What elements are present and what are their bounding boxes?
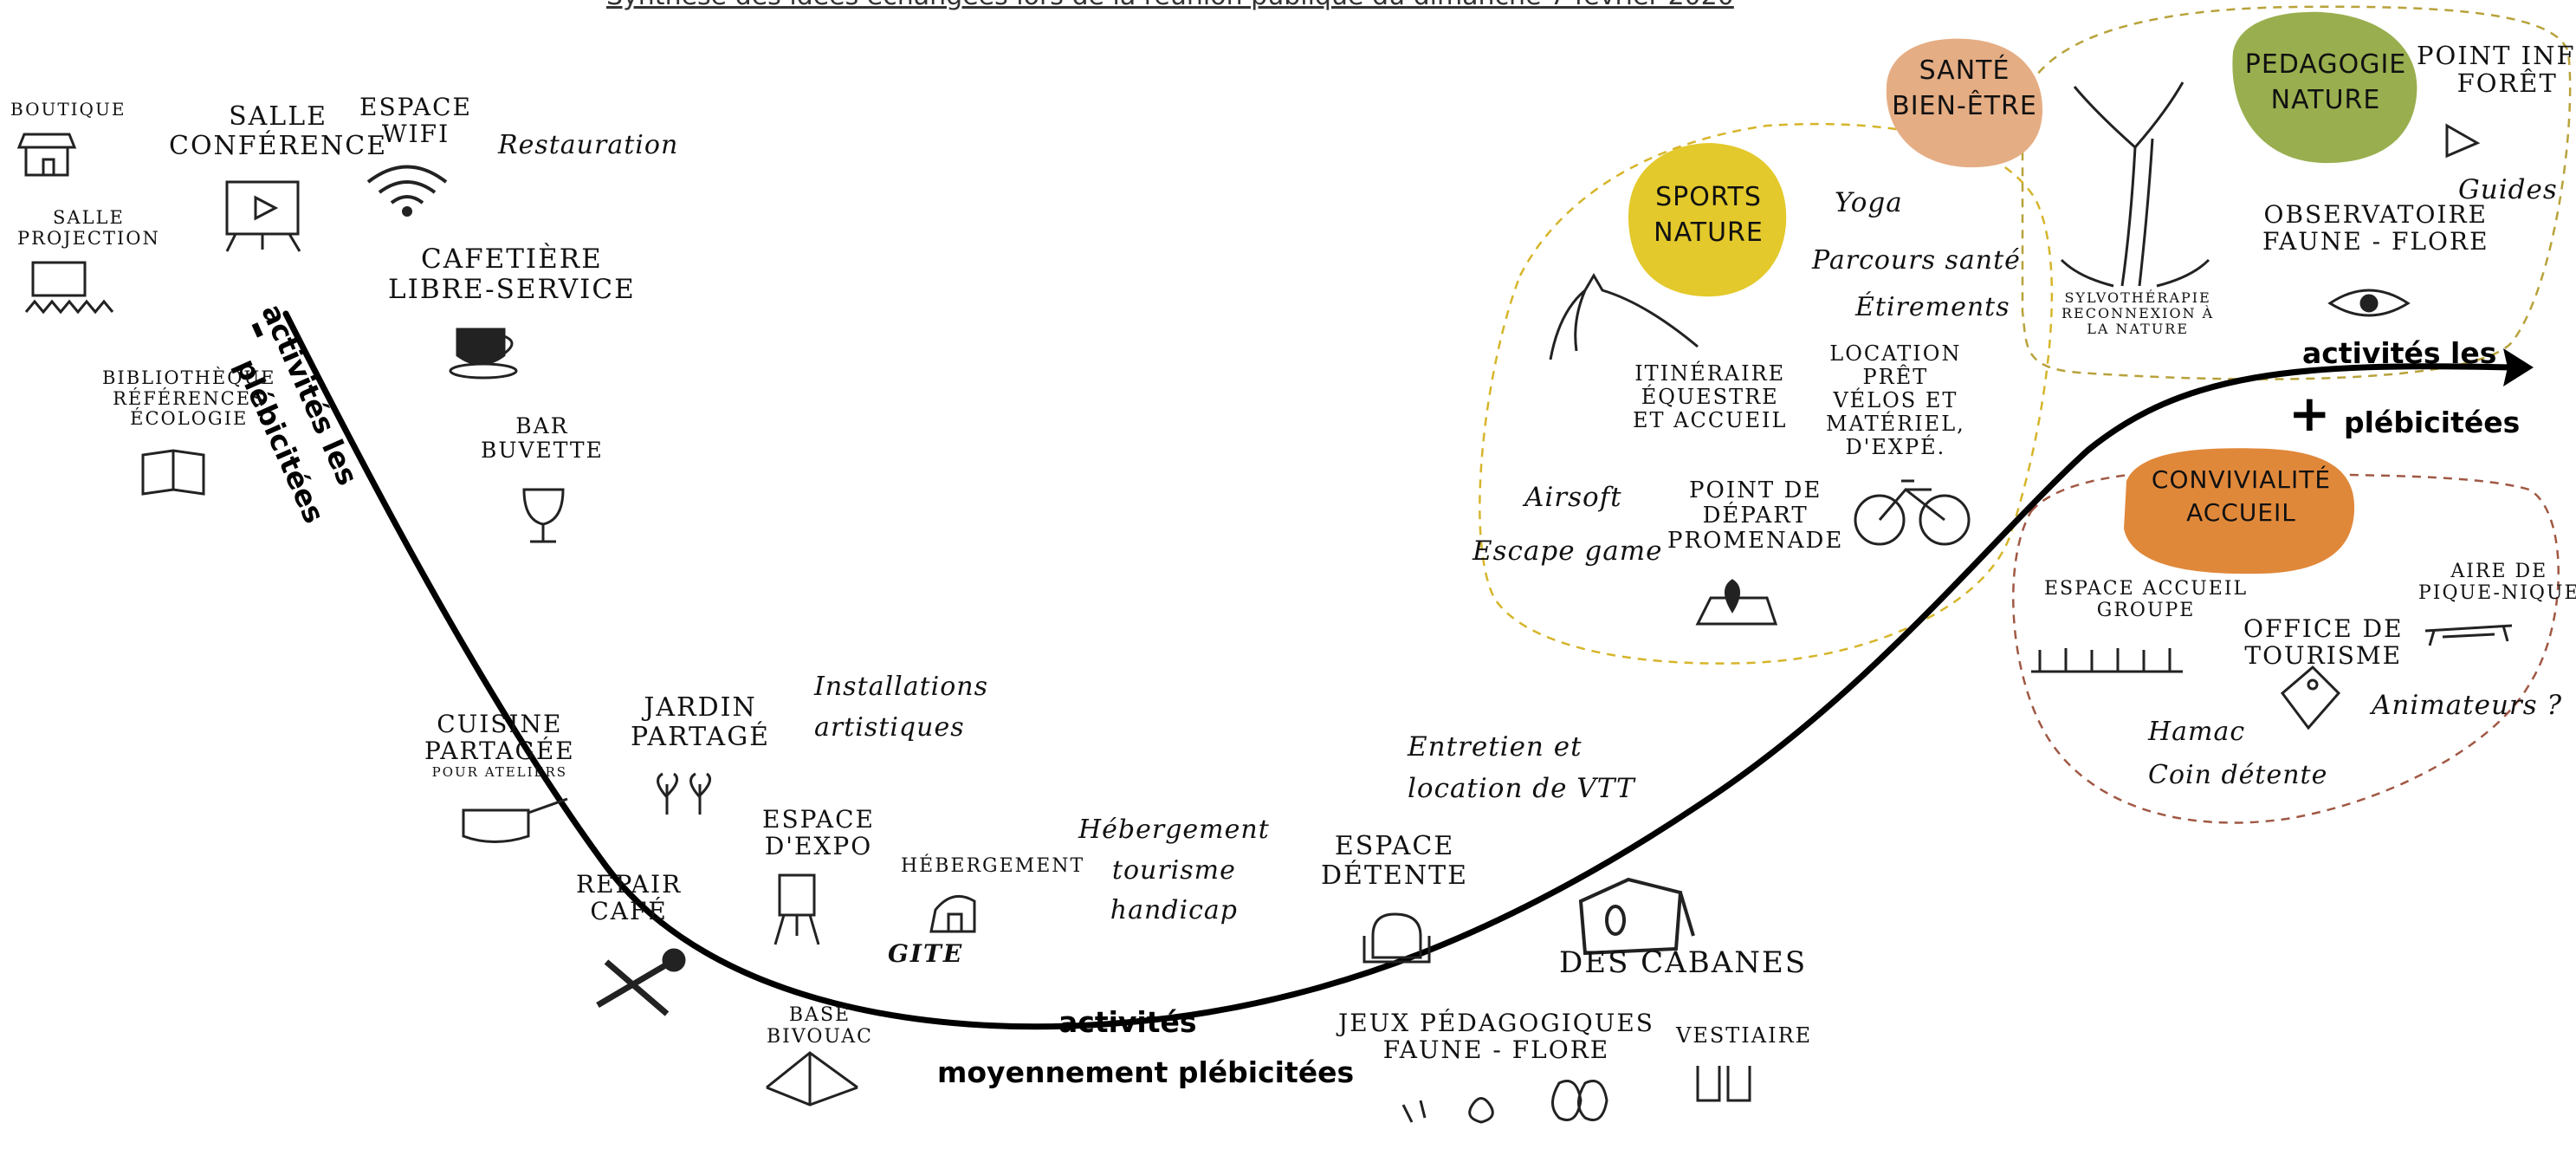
- curve-arrowhead: [2503, 348, 2534, 386]
- des-cabanes-label: DES CABANES: [1559, 945, 1808, 980]
- curve-right-sign: +: [2288, 384, 2331, 443]
- curve-middle-label-1: activités: [1058, 1005, 1197, 1039]
- sports-zone-outline: [1479, 122, 2054, 665]
- wine-glass-icon: [522, 488, 565, 543]
- vestiaire-label: VESTIAIRE: [1676, 1023, 1813, 1048]
- pedagogie-zone-outline: [2021, 5, 2572, 380]
- animateurs-label: Animateurs ?: [2372, 690, 2563, 721]
- armchair-icon: [1362, 912, 1431, 964]
- convivialite-blob: [2124, 448, 2355, 574]
- page-title: Synthèse des idées échangées lors de la …: [606, 0, 1734, 11]
- gite-label: GITE: [888, 939, 964, 968]
- cabin-icon: [1578, 877, 1695, 956]
- arrow-icon: [2445, 123, 2481, 159]
- boots-icon: [1696, 1066, 1751, 1102]
- hamac-label: Hamac: [2148, 717, 2246, 747]
- projection-screen-icon: [24, 261, 114, 315]
- eye-icon: [2327, 289, 2411, 317]
- hebergement-label: HÉBERGEMENT: [901, 855, 1085, 877]
- presentation-board-icon: [225, 180, 301, 252]
- book-icon: [141, 449, 205, 496]
- sports-blob: [1628, 143, 1787, 297]
- map-pin-icon: [1695, 579, 1778, 626]
- parcours-sante-label: Parcours santé: [1812, 245, 2021, 276]
- tent-icon: [929, 894, 976, 933]
- boutique-label: BOUTIQUE: [10, 99, 126, 120]
- boutique-icon: [16, 133, 77, 177]
- etirements-label: Étirements: [1855, 292, 2010, 322]
- point-info-foret-label: POINT INFOFORÊT: [2417, 41, 2576, 99]
- bicycle-icon: [1854, 479, 1971, 546]
- curve-right-label-1: activités les: [2302, 336, 2497, 370]
- wifi-icon: [366, 165, 448, 217]
- footprints-icon: [1401, 1080, 1608, 1124]
- coffee-cup-icon: [449, 328, 518, 380]
- guides-label: Guides: [2458, 174, 2558, 205]
- airsoft-label: Airsoft: [1524, 482, 1622, 513]
- horse-icon: [1549, 273, 1699, 360]
- picnic-icon: [2424, 624, 2513, 646]
- group-reception-icon: [2031, 648, 2183, 673]
- coin-detente-label: Coin détente: [2148, 760, 2328, 790]
- bivouac-icon: [766, 1051, 858, 1107]
- yoga-label: Yoga: [1835, 187, 1903, 218]
- plebiscite-curve: [282, 310, 2515, 1030]
- restauration-label: Restauration: [498, 130, 679, 160]
- tree-icon: [2060, 81, 2210, 288]
- tools-icon: [596, 948, 686, 1016]
- escape-game-label: Escape game: [1472, 536, 1663, 567]
- curve-middle-label-2: moyennement plébicitées: [937, 1055, 1355, 1089]
- saucepan-icon: [462, 797, 568, 843]
- pedagogie-blob: [2232, 11, 2417, 164]
- office-tourism-icon: [2280, 665, 2341, 730]
- curve-right-label-2: plébicitées: [2344, 406, 2521, 439]
- easel-icon: [773, 873, 820, 945]
- sante-blob: [1886, 38, 2043, 168]
- plant-icon: [657, 772, 712, 815]
